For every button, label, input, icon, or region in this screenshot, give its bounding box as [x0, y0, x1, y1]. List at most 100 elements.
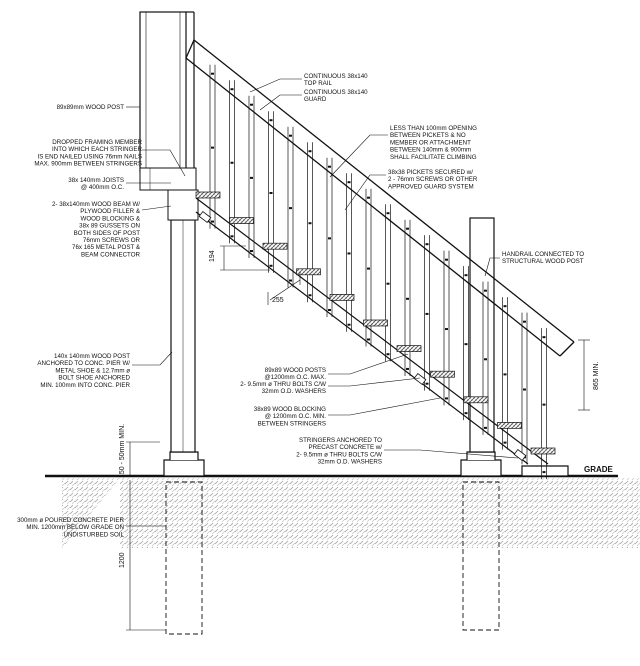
picket-screw: [308, 222, 312, 225]
picket-screw: [464, 274, 468, 277]
label-line: PLYWOOD FILLER &: [80, 208, 141, 215]
label-line: 140x 140mm WOOD POST: [54, 353, 130, 360]
picket-screw: [406, 297, 409, 300]
label-line: 38x 89 GUSSETS ON: [79, 223, 140, 230]
picket-screw: [347, 181, 351, 184]
label-wood-post: 89x89mm WOOD POST: [57, 104, 125, 111]
label-line: METAL SHOE & 12.7mm ø: [55, 367, 130, 374]
label-line: MAX. 900mm BETWEEN STRINGERS: [34, 161, 142, 168]
picket-screw: [289, 134, 292, 137]
label-line: DROPPED FRAMING MEMBER: [52, 139, 142, 146]
picket-screw: [406, 227, 409, 230]
tread: [229, 217, 254, 224]
picket-screw: [367, 196, 370, 199]
picket-screw: [230, 88, 234, 91]
picket-screw: [347, 252, 351, 255]
top-rail: [185, 39, 575, 357]
label-line: BOLT SHOE ANCHORED: [58, 375, 130, 382]
picket-screw: [230, 235, 234, 238]
guard-height-dimension: 865 MIN.: [593, 362, 600, 390]
pier-depth-dimension: 1200: [119, 552, 126, 568]
picket-screw: [425, 243, 429, 246]
picket-screw: [406, 367, 409, 370]
picket-screw: [269, 119, 273, 122]
picket-screw: [386, 353, 390, 356]
label-line: @ 400mm O.C.: [81, 184, 124, 191]
label-line: BOTH SIDES OF POST: [74, 230, 141, 237]
label-line: BETWEEN STRINGERS: [258, 420, 326, 427]
picket-screw: [269, 264, 273, 267]
label-posts-1200: 89x89 WOOD POSTS@1200mm O.C. MAX.: [264, 367, 326, 381]
tread: [463, 396, 489, 404]
label-line: APPROVED GUARD SYSTEM: [388, 183, 474, 190]
picket-screw: [250, 176, 253, 179]
picket-screw: [484, 426, 487, 429]
label-line: MEMBER OR ATTACHMENT: [390, 139, 471, 146]
label-line: 2- 9.5mm ø THRU BOLTS C/W: [240, 381, 326, 388]
label-line: 32mm O.D. WASHERS: [318, 459, 382, 466]
dimension-lines: [126, 245, 590, 631]
picket-screw: [328, 165, 331, 168]
label-line: 32mm O.D. WASHERS: [262, 388, 326, 395]
picket-screw: [269, 191, 273, 194]
picket-screw: [386, 212, 390, 215]
label-line: @1200mm O.C. MAX.: [264, 374, 326, 381]
label-line: 2- 38x140mm WOOD BEAM W/: [52, 201, 140, 208]
label-line: 76mm SCREWS OR: [83, 237, 141, 244]
picket-screw: [503, 305, 507, 308]
pier-caps: [163, 451, 569, 477]
label-blocking: 38x89 WOOD BLOCKING@ 1200mm O.C. MIN.BET…: [254, 406, 326, 427]
label-line: UNDISTURBED SOIL: [63, 531, 124, 538]
label-line: 89x89mm WOOD POST: [57, 104, 125, 111]
picket-screw: [464, 343, 468, 346]
picket-screw: [484, 358, 487, 361]
label-line: 89x89 WOOD POSTS: [265, 367, 326, 374]
label-line: CONTINUOUS 38x140: [304, 89, 368, 96]
blocking-marks: [198, 211, 527, 461]
picket-screw: [289, 207, 292, 210]
clearance-dimension: 150 - 50mm MIN.: [119, 424, 126, 478]
picket-screw: [445, 328, 448, 331]
tread: [363, 319, 388, 327]
tread: [296, 268, 321, 276]
picket-screw: [308, 294, 312, 297]
picket-screw: [289, 279, 292, 282]
tread: [497, 422, 522, 429]
label-line: STRINGERS ANCHORED TO: [299, 437, 382, 444]
picket-screw: [464, 412, 468, 415]
concrete-piers: [165, 481, 500, 635]
landing-guard-post: [139, 11, 199, 221]
label-line: 38x 140mm JOISTS: [68, 177, 124, 184]
label-line: BETWEEN 140mm & 900mm: [390, 147, 471, 154]
label-line: PRECAST CONCRETE w/: [309, 444, 383, 451]
picket-screw: [250, 103, 253, 106]
picket-screw: [542, 403, 546, 406]
label-line: CONTINUOUS 38x140: [304, 73, 368, 80]
picket-screw: [367, 267, 370, 270]
label-joists: 38x 140mm JOISTS@ 400mm O.C.: [68, 177, 124, 191]
label-line: BETWEEN PICKETS & NO: [390, 132, 466, 139]
picket-screw: [211, 220, 214, 223]
picket-screw: [523, 320, 526, 323]
label-line: HANDRAIL CONNECTED TO: [502, 251, 584, 258]
picket-screw: [445, 258, 448, 261]
main-wood-post: [170, 219, 196, 453]
label-pickets: 38x38 PICKETS SECURED w/2 - 76mm SCREWS …: [388, 169, 478, 190]
picket-screw: [445, 397, 448, 400]
label-line: ANCHORED TO CONC. PIER W/: [37, 360, 130, 367]
grade-label: GRADE: [584, 465, 614, 474]
label-line: WOOD BLOCKING &: [81, 215, 141, 222]
label-line: IS END NAILED USING 76mm NAILS: [37, 153, 142, 160]
label-line: INTO WHICH EACH STRINGER: [52, 146, 142, 153]
label-line: 76x 165 METAL POST &: [72, 244, 141, 251]
